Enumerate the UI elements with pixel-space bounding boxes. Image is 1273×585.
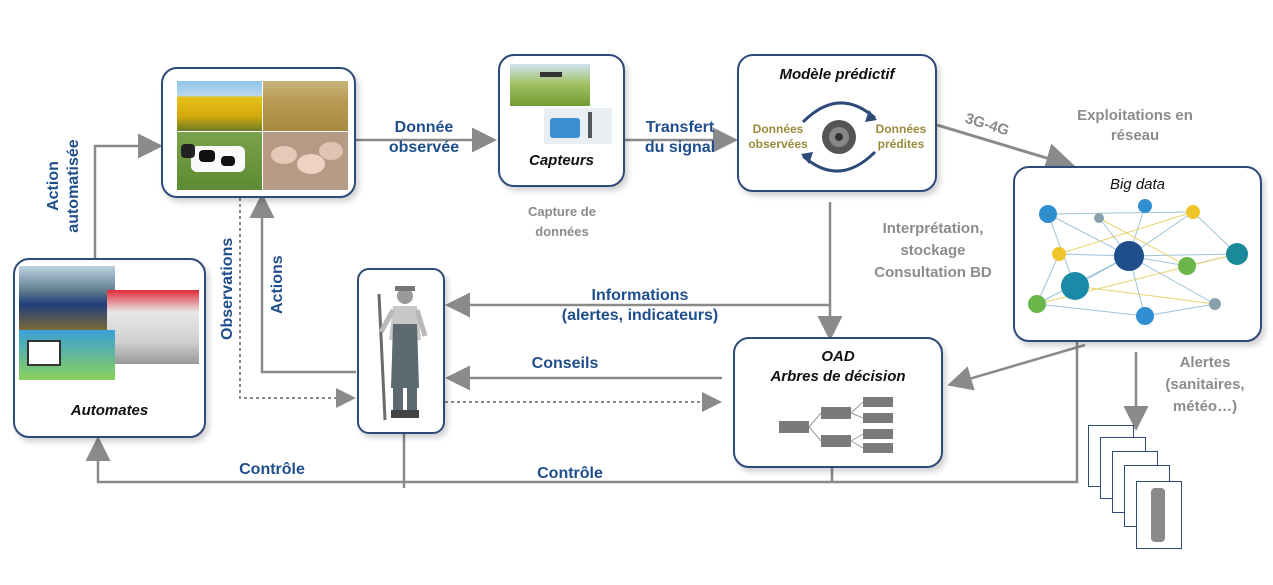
alertes-label: Alertes(sanitaires,météo…): [1165, 354, 1245, 415]
informations-label: Informations(alertes, indicateurs): [561, 287, 719, 324]
modele-predictif-title: Modèle prédictif: [779, 66, 895, 83]
wheat-field-image: [263, 81, 348, 131]
drone-field-image: [510, 64, 590, 106]
farmer-stack: [1088, 425, 1188, 555]
farmer-icon: [377, 286, 428, 421]
capteurs-title: Capteurs: [528, 152, 595, 169]
observations-label: Observations: [219, 237, 236, 340]
automates-title: Automates: [70, 402, 149, 419]
milking-robot-image: [107, 290, 199, 364]
arrow-observations: [239, 198, 356, 408]
screen-device-image: [19, 330, 115, 380]
big-data-network-graph: [1028, 199, 1248, 325]
capteurs-box: Capteurs: [498, 54, 625, 187]
farmer-box: [357, 268, 445, 434]
automates-box: Automates: [13, 258, 206, 438]
big-data-box: Big data: [1013, 166, 1262, 342]
pigs-image: [263, 132, 348, 190]
big-data-title: Big data: [1109, 176, 1166, 193]
photos-box: [161, 67, 356, 198]
arrow-bigdata-oad: [947, 343, 1086, 391]
tractor-image: [19, 266, 115, 330]
sensor-device-image: [544, 108, 612, 144]
arrow-actions: [249, 193, 356, 374]
sunflower-field-image: [177, 81, 262, 131]
actions-label: Actions: [269, 255, 286, 314]
decision-tree-icon: [779, 397, 893, 453]
cycle-arrows-icon: [801, 101, 877, 173]
controle-left-label: Contrôle: [239, 461, 305, 478]
arrow-3g-4g: [936, 123, 1076, 173]
conseils-label: Conseils: [531, 355, 599, 372]
controle-right-label: Contrôle: [537, 465, 603, 482]
line-controle: [85, 342, 1079, 484]
cow-image: [177, 132, 262, 190]
arrow-action-automatisee: [93, 133, 163, 262]
